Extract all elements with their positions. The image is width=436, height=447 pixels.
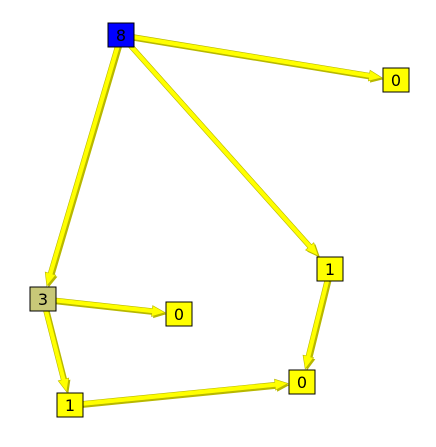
node-label: 3 <box>38 290 48 309</box>
node-n3[interactable]: 3 <box>29 286 57 312</box>
edge-arrow <box>42 308 70 393</box>
edge-arrow <box>128 43 319 257</box>
edge-n8-to-n1a <box>128 43 320 258</box>
node-box <box>288 369 316 395</box>
edge-n1b-to-n0c <box>80 378 290 408</box>
node-label: 1 <box>65 396 75 415</box>
edges-layer <box>42 34 384 408</box>
node-label: 1 <box>325 260 335 279</box>
edge-n8-to-n3 <box>44 44 122 288</box>
node-label: 0 <box>297 373 307 392</box>
edge-n1a-to-n0c <box>302 278 332 371</box>
node-label: 8 <box>116 26 126 45</box>
edge-arrow <box>44 44 121 287</box>
node-box <box>56 392 84 418</box>
edge-n3-to-n1b <box>42 308 71 394</box>
edge-arrow <box>53 297 166 317</box>
node-box <box>107 22 135 48</box>
node-box <box>29 286 57 312</box>
node-n0b[interactable]: 0 <box>165 301 193 327</box>
node-box <box>316 256 344 282</box>
node-n0c[interactable]: 0 <box>288 369 316 395</box>
nodes-layer: 8 0 1 3 0 0 1 <box>29 22 410 418</box>
edge-n3-to-n0b <box>53 297 167 319</box>
edge-n8-to-n0a <box>131 34 384 83</box>
node-n1b[interactable]: 1 <box>56 392 84 418</box>
node-label: 0 <box>174 305 184 324</box>
edge-arrow <box>302 278 331 370</box>
node-n1a[interactable]: 1 <box>316 256 344 282</box>
node-box <box>382 67 410 93</box>
node-n0a[interactable]: 0 <box>382 67 410 93</box>
edge-arrow <box>131 34 383 82</box>
node-box <box>165 301 193 327</box>
node-label: 0 <box>391 71 401 90</box>
node-n8[interactable]: 8 <box>107 22 135 48</box>
edge-arrow <box>80 378 289 407</box>
